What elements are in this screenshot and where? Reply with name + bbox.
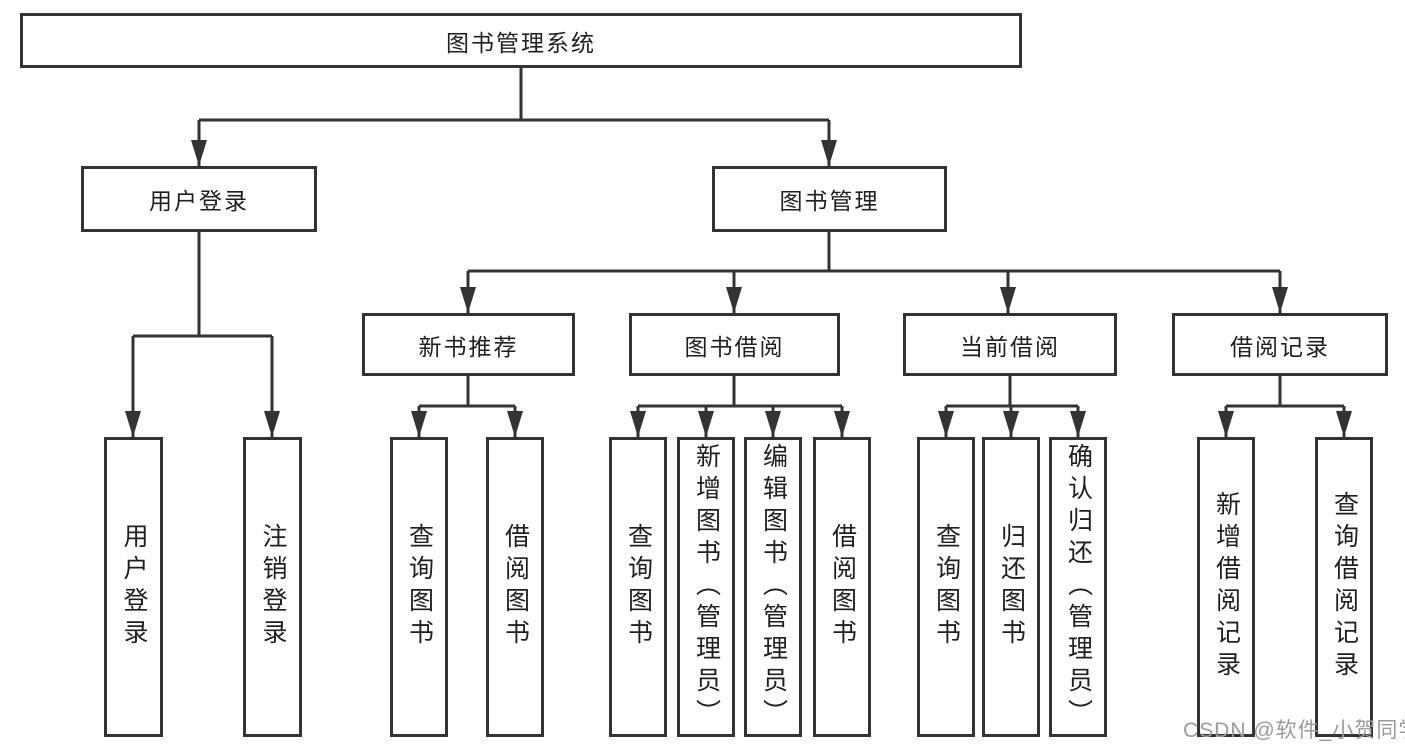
leaf-user-login: 用户登录 xyxy=(104,437,163,737)
leaf-borrow-books-recommend-label: 借阅图书 xyxy=(501,523,530,651)
node-user-login: 用户登录 xyxy=(81,166,317,232)
connector-user-login-rail xyxy=(133,232,272,338)
node-book-borrowing-label: 图书借阅 xyxy=(684,333,785,360)
node-new-book-recommendation: 新书推荐 xyxy=(362,313,575,376)
leaf-borrow-books-recommend: 借阅图书 xyxy=(486,437,544,737)
leaf-search-books-recommend: 查询图书 xyxy=(390,437,448,737)
leaf-add-borrow-record: 新增借阅记录 xyxy=(1197,437,1255,737)
connector-root-rail xyxy=(199,68,829,122)
leaf-return-books-label: 归还图书 xyxy=(997,523,1026,651)
csdn-watermark: CSDN @软件_小贺同学 xyxy=(1183,719,1405,742)
leaf-search-borrow-record-label: 查询借阅记录 xyxy=(1330,491,1359,683)
node-book-management-label: 图书管理 xyxy=(779,188,880,214)
leaf-add-books-admin: 新增图书（管理员） xyxy=(677,437,735,737)
leaf-search-books-current: 查询图书 xyxy=(917,437,975,737)
leaf-search-books-current-label: 查询图书 xyxy=(932,523,961,651)
leaf-logout: 注销登录 xyxy=(243,437,302,737)
node-borrowing-records-label: 借阅记录 xyxy=(1230,333,1330,360)
node-book-management: 图书管理 xyxy=(712,166,947,232)
leaf-borrow-books-borrowing-label: 借阅图书 xyxy=(828,523,857,651)
node-book-borrowing: 图书借阅 xyxy=(629,313,840,376)
leaf-confirm-return-admin-label: 确认归还（管理员） xyxy=(1064,443,1093,731)
connector-current-borrowing-rail xyxy=(946,376,1078,408)
node-current-borrowing: 当前借阅 xyxy=(903,313,1117,376)
connector-new-book-rail xyxy=(419,376,515,408)
node-borrowing-records: 借阅记录 xyxy=(1172,313,1388,376)
leaf-search-books-recommend-label: 查询图书 xyxy=(405,523,434,651)
node-current-borrowing-label: 当前借阅 xyxy=(960,333,1060,360)
leaf-logout-label: 注销登录 xyxy=(259,523,287,651)
node-root-label: 图书管理系统 xyxy=(446,29,596,56)
leaf-return-books: 归还图书 xyxy=(982,437,1040,737)
leaf-add-borrow-record-label: 新增借阅记录 xyxy=(1212,491,1241,683)
leaf-confirm-return-admin: 确认归还（管理员） xyxy=(1049,437,1107,737)
leaf-search-books-borrowing-label: 查询图书 xyxy=(624,523,653,651)
leaf-user-login-label: 用户登录 xyxy=(120,523,148,651)
connector-book-management-rail xyxy=(468,232,1280,273)
leaf-search-borrow-record: 查询借阅记录 xyxy=(1315,437,1373,737)
node-root: 图书管理系统 xyxy=(20,13,1022,68)
leaf-search-books-borrowing: 查询图书 xyxy=(609,437,667,737)
leaf-edit-books-admin: 编辑图书（管理员） xyxy=(744,437,802,737)
connector-book-borrowing-rail xyxy=(638,376,842,408)
connector-borrowing-records-rail xyxy=(1226,376,1344,408)
node-new-book-recommendation-label: 新书推荐 xyxy=(418,333,519,360)
leaf-edit-books-admin-label: 编辑图书（管理员） xyxy=(759,443,788,731)
node-user-login-label: 用户登录 xyxy=(149,188,249,214)
leaf-add-books-admin-label: 新增图书（管理员） xyxy=(692,443,721,731)
leaf-borrow-books-borrowing: 借阅图书 xyxy=(813,437,871,737)
